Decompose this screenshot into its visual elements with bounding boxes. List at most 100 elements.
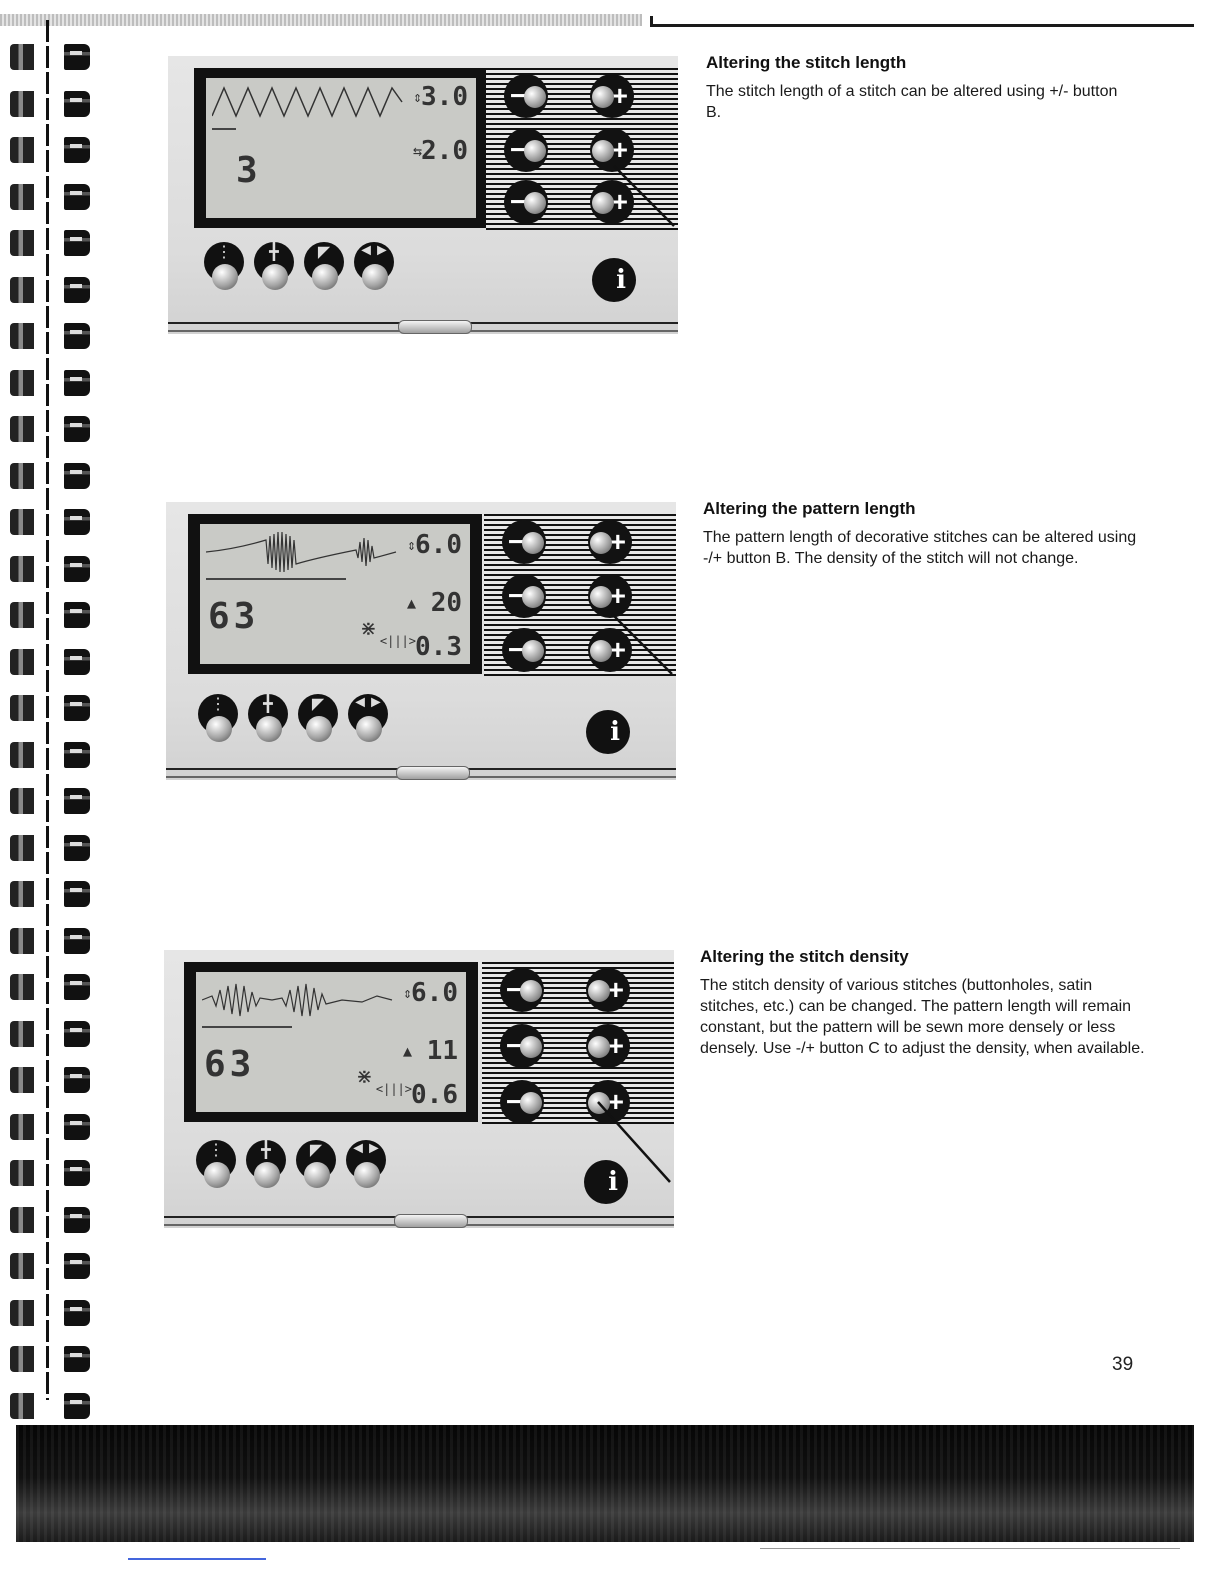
stitch-width-icon: ⇕	[412, 88, 422, 106]
pointer-line-c	[597, 1101, 671, 1183]
bottom-rule	[760, 1548, 1180, 1549]
stitch-density-value: 0.6	[411, 1080, 458, 1110]
binding-loop-left	[10, 44, 34, 70]
binding-loop-left	[10, 788, 34, 814]
section-heading: Altering the pattern length	[703, 499, 916, 518]
binding-loop-right	[64, 509, 90, 535]
binding-loop-left	[10, 648, 34, 675]
plus-button-c[interactable]: +	[586, 1080, 630, 1124]
plus-button-c[interactable]: +	[590, 180, 634, 224]
section-heading: Altering the stitch length	[706, 53, 907, 72]
presser-foot-button[interactable]: ◤	[304, 242, 344, 290]
plus-button-b[interactable]: +	[586, 1024, 630, 1068]
stitch-width-value: 6.0	[415, 530, 462, 560]
binding-loop-right	[64, 788, 90, 814]
binding-loop-left	[10, 1253, 34, 1279]
minus-button-c[interactable]: −	[502, 628, 546, 672]
binding-loop-right	[64, 555, 90, 582]
binding-loop-right	[64, 1160, 90, 1186]
needle-stop-icon: ╋	[263, 696, 273, 713]
lcd-display: 3 ⇕ 3.0 ⇆ 2.0	[206, 78, 476, 218]
panel-slot	[394, 1214, 468, 1228]
needle-position-button[interactable]: ⋮	[204, 242, 244, 290]
pattern-length-icon: ▲	[402, 1042, 412, 1060]
minus-button-a[interactable]: −	[502, 520, 546, 564]
binding-loop-right	[64, 1020, 90, 1047]
minus-button-b[interactable]: −	[502, 574, 546, 618]
control-panel-1: 3 ⇕ 3.0 ⇆ 2.0 − + − + − + ⋮ ╋ ◤ ◄► i	[168, 56, 678, 334]
binding-loop-right	[64, 834, 90, 861]
minus-button-a[interactable]: −	[504, 74, 548, 118]
plus-button-c[interactable]: +	[588, 628, 632, 672]
needle-stop-button[interactable]: ╋	[248, 694, 288, 742]
mirror-image-button[interactable]: ◄►	[354, 242, 394, 290]
binding-loop-left	[10, 1067, 34, 1093]
stitch-width-icon: ⇕	[406, 536, 416, 554]
mirror-image-icon: ◄►	[352, 694, 384, 711]
stitch-width-icon: ⇕	[402, 984, 412, 1002]
binding-loop-right	[64, 881, 90, 907]
minus-button-c[interactable]: −	[500, 1080, 544, 1124]
binding-loop-left	[10, 276, 34, 303]
stitch-width-value: 6.0	[411, 978, 458, 1008]
info-button[interactable]: i	[592, 258, 636, 302]
needle-position-button[interactable]: ⋮	[198, 694, 238, 742]
plus-button-a[interactable]: +	[590, 74, 634, 118]
binding-loop-left	[10, 927, 34, 954]
mirror-image-button[interactable]: ◄►	[348, 694, 388, 742]
lcd-frame: 63 ⋇ ⇕ 6.0 ▲ 20 <|||> 0.3	[188, 514, 482, 674]
panel-slot	[398, 320, 472, 334]
lcd-frame: 3 ⇕ 3.0 ⇆ 2.0	[194, 68, 488, 228]
plus-button-b[interactable]: +	[588, 574, 632, 618]
presser-foot-icon: ◤	[311, 696, 325, 713]
presser-foot-button[interactable]: ◤	[298, 694, 338, 742]
binding-loop-left	[10, 137, 34, 163]
stitch-density-icon: <|||>	[375, 1082, 412, 1096]
pattern-length-value: 11	[426, 1036, 458, 1066]
satin-stitch-graphic	[202, 983, 393, 1017]
pattern-number: 3	[236, 150, 262, 191]
minus-button-a[interactable]: −	[500, 968, 544, 1012]
needle-position-button[interactable]: ⋮	[196, 1140, 236, 1188]
binding-loop-right	[64, 137, 90, 163]
binding-loop-right	[64, 323, 90, 349]
binding-spine	[46, 20, 49, 1400]
minus-button-b[interactable]: −	[500, 1024, 544, 1068]
page-number: 39	[1112, 1354, 1134, 1375]
lcd-display: 63 ⋇ ⇕ 6.0 ▲ 11 <|||> 0.6	[196, 972, 466, 1112]
needle-position-icon: ⋮	[216, 244, 232, 261]
stitch-density-value: 0.3	[415, 632, 462, 662]
plus-button-b[interactable]: +	[590, 128, 634, 172]
binding-loop-left	[10, 1020, 34, 1047]
binding-loop-left	[10, 369, 34, 396]
presser-foot-button[interactable]: ◤	[296, 1140, 336, 1188]
binding-loop-left	[10, 1392, 34, 1419]
binding-loop-right	[64, 369, 90, 396]
binding-loop-left	[10, 741, 34, 768]
minus-button-b[interactable]: −	[504, 128, 548, 172]
info-button[interactable]: i	[586, 710, 630, 754]
binding-loop-right	[64, 276, 90, 303]
binding-loop-left	[10, 555, 34, 582]
binding-loop-left	[10, 1346, 34, 1372]
binding-loop-left	[10, 1160, 34, 1186]
plus-button-a[interactable]: +	[586, 968, 630, 1012]
binding-loop-right	[64, 741, 90, 768]
needle-stop-icon: ╋	[269, 244, 279, 261]
binding-loop-right	[64, 1392, 90, 1419]
binding-loop-right	[64, 230, 90, 256]
needle-position-icon: ⋮	[208, 1142, 224, 1159]
binding-loop-right	[64, 1253, 90, 1279]
mirror-image-button[interactable]: ◄►	[346, 1140, 386, 1188]
stitch-density-icon: <|||>	[379, 634, 416, 648]
needle-stop-button[interactable]: ╋	[246, 1140, 286, 1188]
info-button[interactable]: i	[584, 1160, 628, 1204]
control-panel-3: 63 ⋇ ⇕ 6.0 ▲ 11 <|||> 0.6 − + − + − + ⋮ …	[164, 950, 674, 1228]
needle-stop-button[interactable]: ╋	[254, 242, 294, 290]
minus-button-c[interactable]: −	[504, 180, 548, 224]
presser-foot-icon: ◤	[317, 244, 331, 261]
zigzag-stitch-graphic	[212, 86, 403, 118]
stitch-length-icon: ⇆	[412, 142, 422, 160]
plus-button-a[interactable]: +	[588, 520, 632, 564]
section-stitch-length: Altering the stitch length The stitch le…	[706, 53, 1156, 123]
